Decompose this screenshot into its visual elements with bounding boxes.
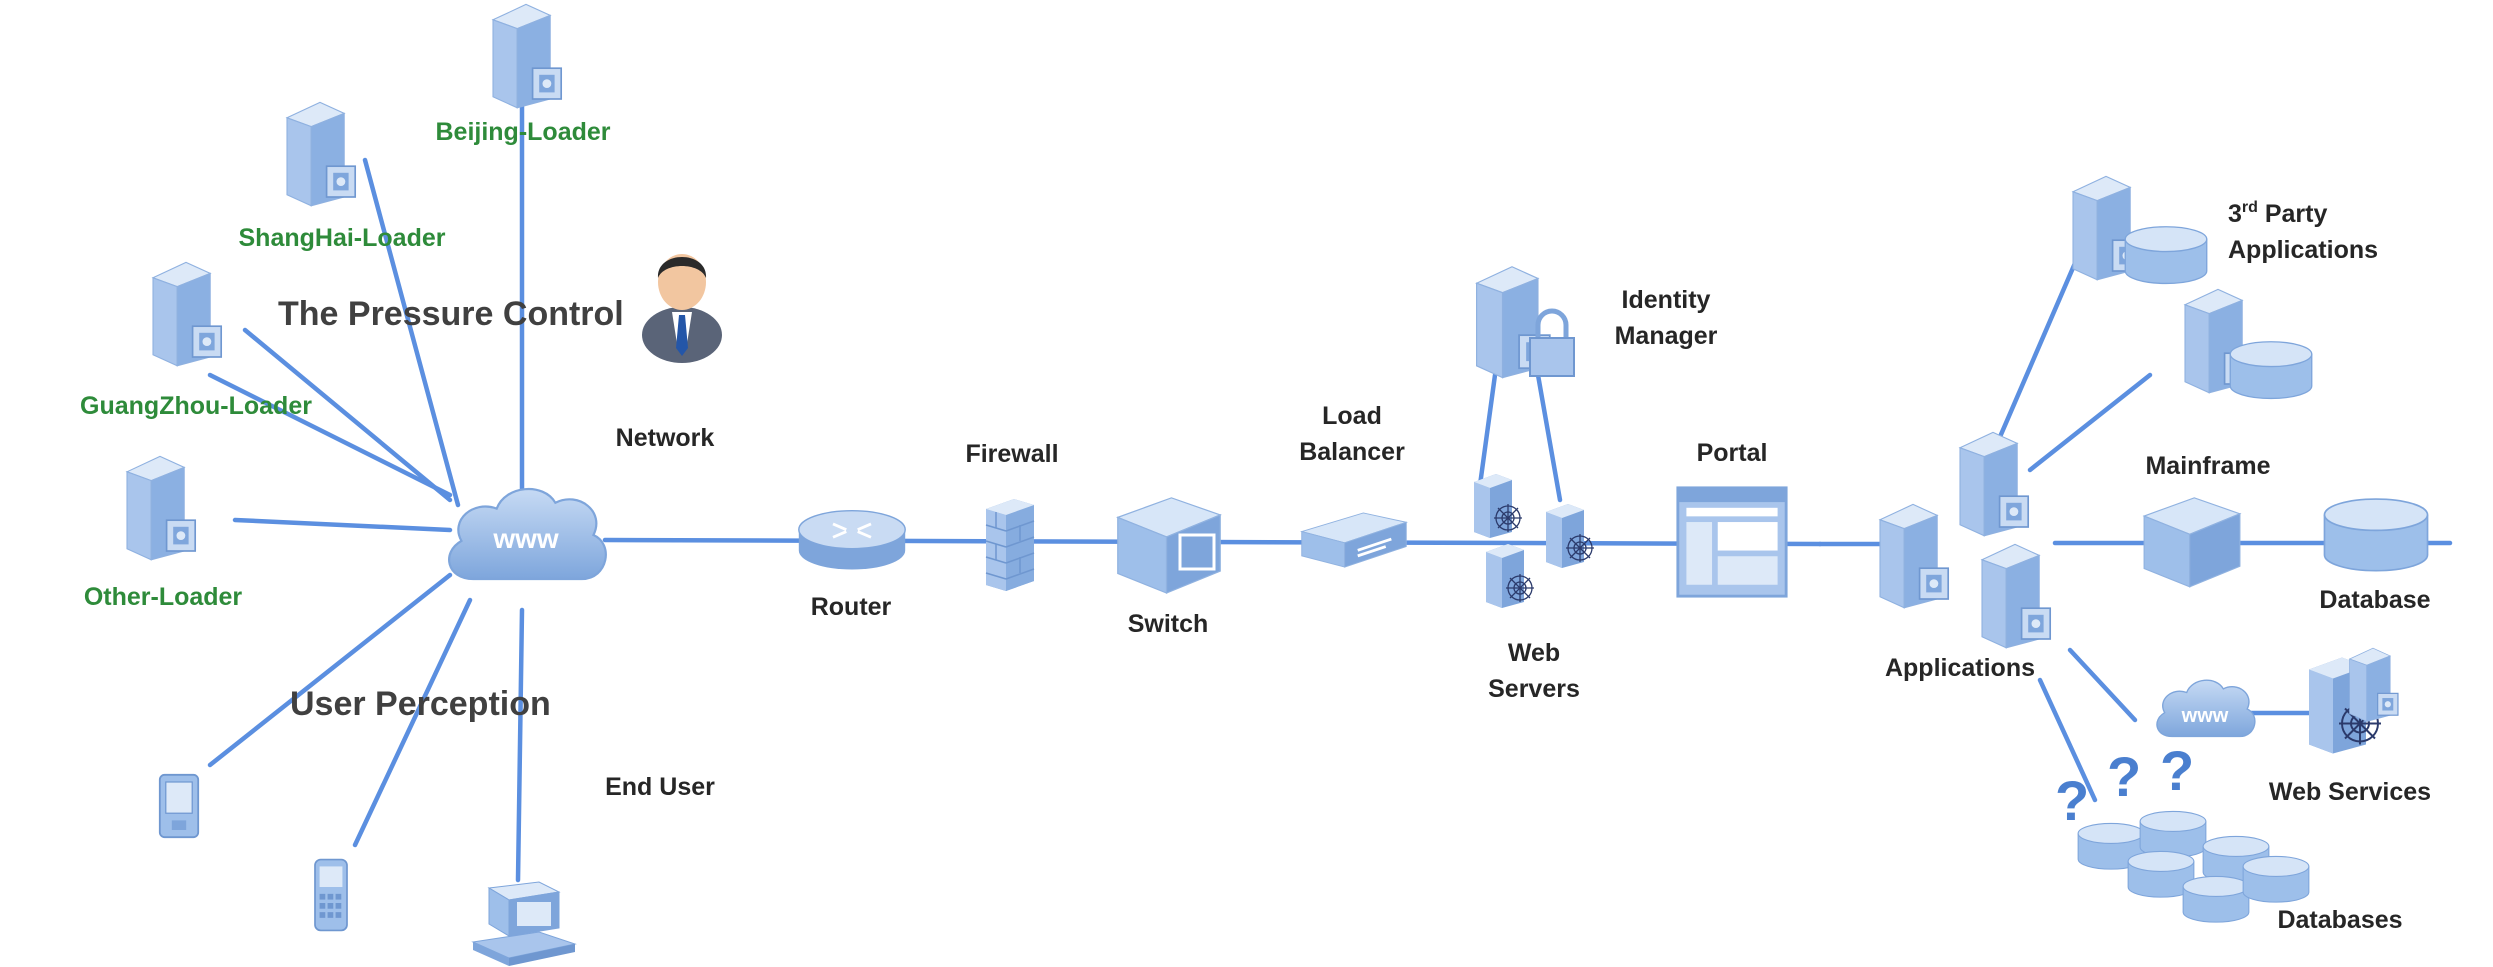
third-party-suffix: rd xyxy=(2242,199,2258,216)
web-services-cloud-text: www xyxy=(2181,705,2229,727)
guangzhou-loader-node[interactable]: GuangZhou-Loader xyxy=(80,261,312,420)
user-perception-title: User Perception xyxy=(290,685,551,723)
application-server-icon xyxy=(1959,431,2030,537)
web-service-server-icon xyxy=(2348,647,2399,723)
pressure-control-person-icon xyxy=(642,254,722,363)
databases-node[interactable]: ? ? ? Databases xyxy=(2055,739,2403,934)
other-loader-label: Other-Loader xyxy=(84,583,243,611)
mobile-phone-icon[interactable] xyxy=(314,858,348,932)
shanghai-loader-label: ShangHai-Loader xyxy=(239,224,446,252)
switch-arrows-icon xyxy=(1178,533,1216,571)
web-server-icon xyxy=(1485,543,1535,609)
databases-label: Databases xyxy=(2277,906,2402,934)
portal-window-icon xyxy=(1676,486,1788,598)
firewall-node[interactable]: Firewall xyxy=(965,440,1059,592)
application-server-icon xyxy=(1981,543,2052,649)
end-user-label: End User xyxy=(605,773,715,801)
third-party-number: 3 xyxy=(2228,200,2242,228)
lock-icon xyxy=(1529,308,1575,377)
desktop-pc-icon[interactable] xyxy=(472,881,576,967)
web-servers-label-line2: Servers xyxy=(1488,675,1580,703)
router-icon xyxy=(797,509,907,572)
question-mark-icon: ? xyxy=(2160,739,2194,802)
beijing-loader-label: Beijing-Loader xyxy=(435,118,610,146)
question-mark-icon: ? xyxy=(2055,769,2089,832)
portal-label: Portal xyxy=(1697,439,1768,467)
identity-manager-label-line2: Manager xyxy=(1615,322,1718,350)
applications-label: Applications xyxy=(1885,654,2035,682)
beijing-loader-server-icon xyxy=(492,3,563,109)
question-mark-icon: ? xyxy=(2107,745,2141,808)
web-servers-label-line1: Web xyxy=(1508,639,1560,667)
load-balancer-label-line1: Load xyxy=(1322,402,1382,430)
third-party-label-line2: Applications xyxy=(2228,236,2378,264)
database-node[interactable]: Database xyxy=(2319,498,2431,614)
other-loader-server-icon xyxy=(126,455,197,561)
load-balancer-icon xyxy=(1300,511,1408,569)
third-party-database-icon xyxy=(2229,341,2313,400)
databases-cylinder-icon xyxy=(2242,855,2310,903)
other-loader-node[interactable]: Other-Loader xyxy=(84,455,243,611)
application-server-icon xyxy=(1879,503,1950,609)
identity-manager-label-line1: Identity xyxy=(1622,286,1711,314)
applications-node[interactable]: Applications xyxy=(1879,431,2052,682)
pda-icon[interactable] xyxy=(158,773,200,839)
web-services-label: Web Services xyxy=(2269,778,2431,806)
third-party-apps-node[interactable]: 3rd Party Applications xyxy=(2072,175,2378,400)
guangzhou-loader-label: GuangZhou-Loader xyxy=(80,392,312,420)
firewall-icon xyxy=(985,498,1035,592)
mainframe-label: Mainframe xyxy=(2145,452,2270,480)
router-label: Router xyxy=(811,593,892,621)
web-servers-node[interactable]: Web Servers xyxy=(1473,473,1595,703)
load-balancer-label-line2: Balancer xyxy=(1299,438,1405,466)
databases-cylinder-icon xyxy=(2182,875,2250,923)
third-party-word: Party xyxy=(2258,200,2328,228)
third-party-database-icon xyxy=(2124,226,2208,285)
switch-node[interactable]: Switch xyxy=(1117,497,1221,638)
network-hub[interactable]: www Network xyxy=(447,424,715,581)
pressure-control-title: The Pressure Control xyxy=(278,295,624,333)
web-services-node[interactable]: www Web Services xyxy=(2156,647,2431,806)
shanghai-loader-node[interactable]: ShangHai-Loader xyxy=(239,101,446,252)
guangzhou-loader-server-icon xyxy=(152,261,223,367)
third-party-label-line1: 3rd Party xyxy=(2228,199,2327,228)
database-label: Database xyxy=(2319,586,2430,614)
firewall-label: Firewall xyxy=(965,440,1058,468)
database-icon xyxy=(2323,498,2429,572)
switch-label: Switch xyxy=(1128,610,1209,638)
identity-manager-node[interactable]: Identity Manager xyxy=(1475,265,1718,379)
shanghai-loader-server-icon xyxy=(286,101,357,207)
network-label: Network xyxy=(616,424,715,452)
beijing-loader-node[interactable]: Beijing-Loader xyxy=(435,3,611,146)
mainframe-node[interactable]: Mainframe xyxy=(2143,452,2271,588)
load-balancer-node[interactable]: Load Balancer xyxy=(1299,402,1408,569)
web-server-icon xyxy=(1545,503,1595,569)
web-server-icon xyxy=(1473,473,1523,539)
switch-icon xyxy=(1117,497,1221,594)
network-cloud-text: www xyxy=(492,523,559,554)
portal-node[interactable]: Portal xyxy=(1676,439,1788,598)
mainframe-icon xyxy=(2143,497,2241,588)
router-node[interactable]: Router xyxy=(797,509,907,621)
databases-cylinder-icon xyxy=(2139,810,2207,858)
